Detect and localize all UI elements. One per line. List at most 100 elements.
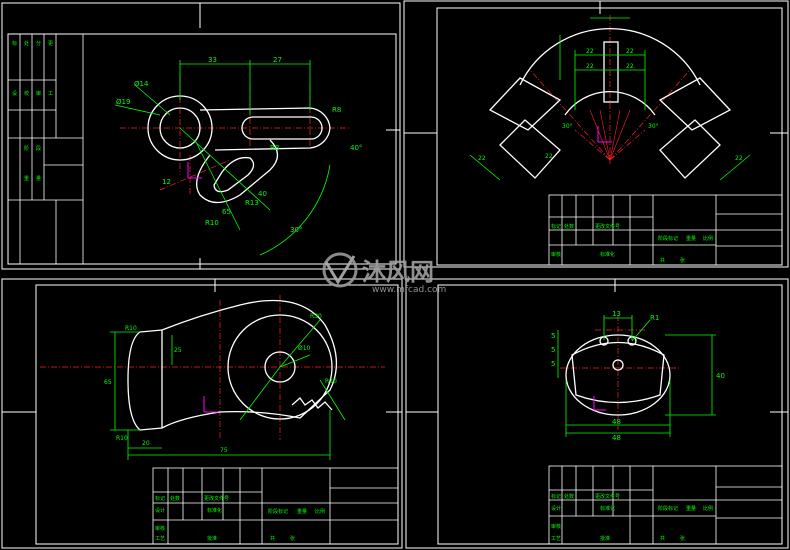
svg-text:标记: 标记 — [551, 223, 561, 230]
svg-text:处: 处 — [24, 40, 29, 47]
dim-text: 22 — [478, 155, 486, 162]
svg-text:标准化: 标准化 — [207, 507, 222, 514]
dim-text: R10 — [116, 435, 128, 442]
sheet-3-dimension-text: R10 25 65 R10 Ø10 R30 R20 75 20 — [104, 313, 337, 454]
dim-text: 22 — [626, 48, 634, 55]
dim-text: 65 — [222, 208, 231, 216]
dim-text: Ø14 — [134, 80, 149, 88]
sheet-4-outline — [565, 334, 671, 416]
svg-text:共: 共 — [660, 535, 665, 542]
sheet-1-frame — [7, 33, 397, 265]
dim-text: 75 — [220, 447, 228, 454]
sheet-3-title-text: 标记处数更改文件号 设计标准化审核 工艺批准阶段标记 重量比例共张 — [155, 495, 325, 542]
sheet-3-dimension-lines — [110, 319, 346, 460]
svg-text:工艺: 工艺 — [551, 536, 561, 542]
svg-text:张: 张 — [680, 257, 685, 264]
dim-text: 48 — [612, 434, 621, 442]
sheet-3 — [1, 278, 403, 549]
svg-text:设计: 设计 — [551, 505, 561, 512]
dim-text: R8 — [270, 144, 279, 152]
sheet-1-outline — [147, 95, 331, 204]
sheet-4 — [405, 278, 789, 549]
svg-text:阶段标记: 阶段标记 — [268, 508, 288, 515]
dim-text: R10 — [125, 325, 137, 332]
dim-text: 5 — [551, 360, 555, 368]
watermark: 沐风网 www.mfcad.com — [322, 252, 446, 295]
dim-text: 22 — [626, 63, 634, 70]
dim-text: R10 — [205, 219, 219, 227]
dim-text: 22 — [586, 63, 594, 70]
sheet-3-part: R10 25 65 R10 Ø10 R30 R20 75 20 — [40, 295, 385, 460]
dim-text: 40 — [258, 190, 267, 198]
svg-text:更改文件号: 更改文件号 — [595, 493, 620, 500]
svg-text:更改文件号: 更改文件号 — [595, 223, 620, 230]
dim-text: 27 — [273, 56, 282, 64]
dim-text: Ø10 — [298, 345, 311, 352]
watermark-brand: 沐风网 — [362, 258, 434, 286]
dim-text: 30° — [562, 123, 573, 130]
sheet-4-centerlines — [560, 315, 680, 430]
sheet-3-centerlines — [40, 295, 385, 440]
dim-text: R20 — [325, 378, 337, 385]
svg-text:处数: 处数 — [564, 493, 574, 500]
svg-text:量: 量 — [36, 175, 41, 182]
dim-text: 13 — [612, 310, 621, 318]
dim-text: 12 — [162, 178, 171, 186]
sheet-2-projection-lines — [589, 109, 631, 161]
dim-text: 5 — [551, 346, 555, 354]
dim-text: 33 — [208, 56, 217, 64]
ucs-icon — [597, 126, 612, 143]
sheet-3-frame — [35, 284, 399, 545]
sheet-1-border — [1, 2, 401, 270]
sheet-4-dimension-text: 13 R1 5 5 5 48 48 40 — [551, 310, 725, 442]
svg-text:重: 重 — [24, 175, 29, 182]
svg-text:共: 共 — [270, 535, 275, 542]
svg-text:标准化: 标准化 — [600, 505, 615, 512]
ucs-icon — [593, 396, 606, 411]
svg-text:标记: 标记 — [155, 495, 165, 502]
sheet-1-dimension-text: 33 27 Ø14 Ø19 R8 40° 30° R8 R13 R10 12 4… — [116, 56, 362, 234]
sheet-2-title-block — [548, 194, 783, 266]
dim-text: 40° — [350, 144, 362, 152]
sheet-1-dimension-lines — [114, 60, 331, 256]
svg-text:审: 审 — [36, 90, 41, 97]
svg-text:阶: 阶 — [24, 145, 29, 152]
svg-text:标记: 标记 — [551, 493, 561, 500]
sheet-2-part: 22 22 22 22 30° 30° 22 22 22 — [469, 15, 751, 181]
svg-text:比例: 比例 — [703, 235, 713, 242]
svg-text:审核: 审核 — [551, 523, 561, 530]
svg-text:批准: 批准 — [600, 535, 610, 542]
dim-text: R13 — [245, 199, 259, 207]
dim-text: 22 — [545, 153, 553, 160]
watermark-url: www.mfcad.com — [372, 285, 446, 295]
svg-text:处数: 处数 — [564, 223, 574, 230]
watermark-logo-icon — [322, 252, 358, 288]
sheet-3-title-block — [152, 467, 399, 545]
svg-text:重量: 重量 — [686, 235, 696, 242]
svg-text:张: 张 — [680, 535, 685, 542]
dim-text: 65 — [104, 379, 112, 386]
dim-text: 30° — [290, 226, 302, 234]
dim-text: R1 — [650, 314, 659, 322]
ucs-icon — [187, 162, 202, 179]
sheet-4-part: 13 R1 5 5 5 48 48 40 — [551, 310, 725, 442]
svg-text:比例: 比例 — [315, 508, 325, 515]
sheet-1 — [1, 2, 401, 270]
dim-text: 20 — [142, 440, 150, 447]
sheet-4-border — [405, 278, 789, 549]
sheet-2-outline — [488, 28, 732, 179]
svg-text:阶段标记: 阶段标记 — [658, 235, 678, 242]
sheet-2 — [403, 0, 789, 268]
sheet-2-dimension-text: 22 22 22 22 30° 30° 22 22 22 — [478, 48, 743, 162]
dim-text: 22 — [735, 155, 743, 162]
sheet-2-centerlines — [529, 15, 691, 165]
sheet-1-part: 33 27 Ø14 Ø19 R8 40° 30° R8 R13 R10 12 4… — [114, 56, 362, 256]
dim-text: 5 — [551, 332, 555, 340]
svg-text:分: 分 — [36, 40, 41, 47]
svg-text:段: 段 — [36, 145, 41, 152]
svg-text:更: 更 — [48, 41, 53, 47]
svg-text:重量: 重量 — [686, 505, 696, 512]
svg-text:审核: 审核 — [155, 525, 165, 532]
